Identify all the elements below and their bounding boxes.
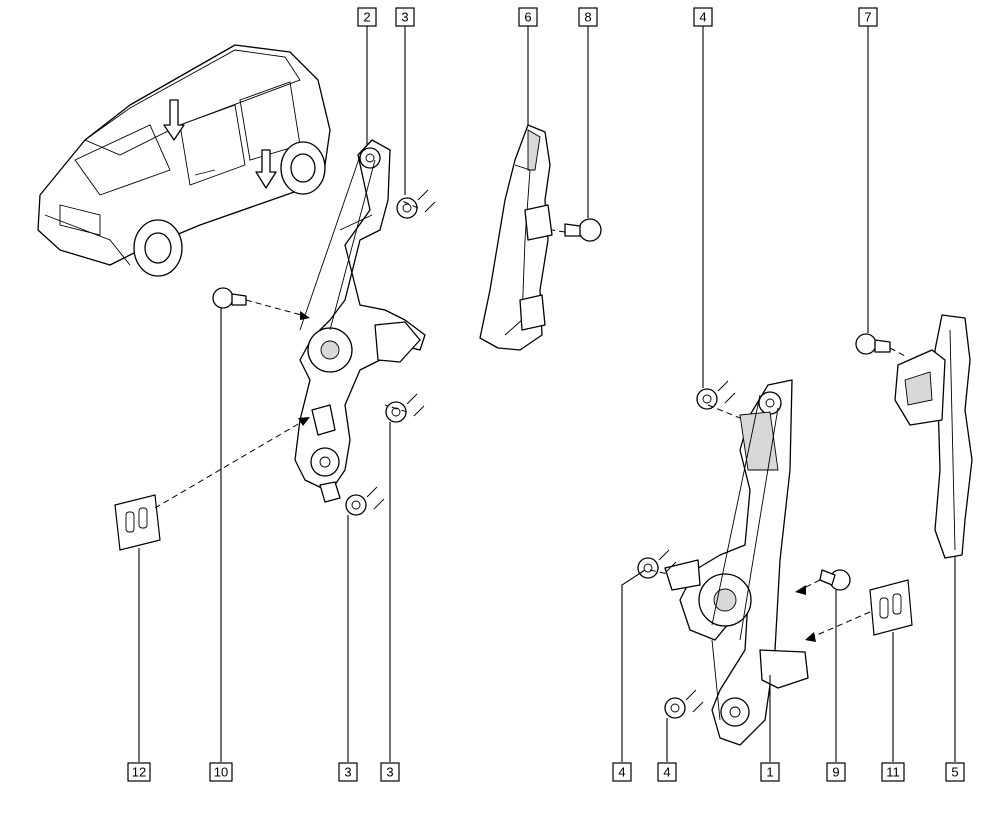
- callout-label: 11: [886, 765, 900, 780]
- callout-bottom-3b: 3: [380, 762, 400, 782]
- callout-label: 5: [951, 765, 958, 780]
- callout-top-7: 7: [858, 7, 878, 27]
- callout-top-4: 4: [693, 7, 713, 27]
- leader-lines: [138, 26, 956, 762]
- car-illustration: [37, 44, 331, 277]
- callout-bottom-9: 9: [826, 762, 846, 782]
- callout-bottom-1: 1: [760, 762, 780, 782]
- callout-label: 12: [132, 765, 146, 780]
- callout-bottom-5: 5: [945, 762, 965, 782]
- callout-top-3: 3: [395, 7, 415, 27]
- callout-bottom-3a: 3: [338, 762, 358, 782]
- guide-rail-5: [894, 314, 973, 559]
- callout-label: 1: [766, 765, 773, 780]
- callout-label: 2: [363, 10, 370, 25]
- callout-top-8: 8: [578, 7, 598, 27]
- callout-top-2: 2: [357, 7, 377, 27]
- callout-label: 3: [401, 10, 408, 25]
- label-decal-12: [114, 494, 161, 551]
- callout-label: 7: [864, 10, 871, 25]
- callout-label: 4: [618, 765, 625, 780]
- callout-bottom-10: 10: [209, 762, 233, 782]
- assembly-lines: [154, 199, 906, 642]
- window-regulator-right: [664, 379, 809, 746]
- callout-label: 3: [386, 765, 393, 780]
- callout-label: 9: [832, 765, 839, 780]
- callout-bottom-11: 11: [881, 762, 905, 782]
- callout-bottom-4a: 4: [612, 762, 632, 782]
- torque-markers: [366, 189, 736, 713]
- callout-label: 4: [663, 765, 670, 780]
- callout-bottom-4b: 4: [657, 762, 677, 782]
- callout-top-6: 6: [518, 7, 538, 27]
- callout-label: 3: [344, 765, 351, 780]
- window-regulator-left: [294, 139, 426, 503]
- fasteners: [212, 197, 891, 719]
- callout-label: 10: [214, 765, 228, 780]
- callout-label: 6: [524, 10, 531, 25]
- callout-label: 4: [699, 10, 706, 25]
- callout-bottom-12: 12: [127, 762, 151, 782]
- label-decal-11: [869, 579, 913, 636]
- callout-label: 8: [584, 10, 591, 25]
- guide-rail-6: [479, 124, 553, 351]
